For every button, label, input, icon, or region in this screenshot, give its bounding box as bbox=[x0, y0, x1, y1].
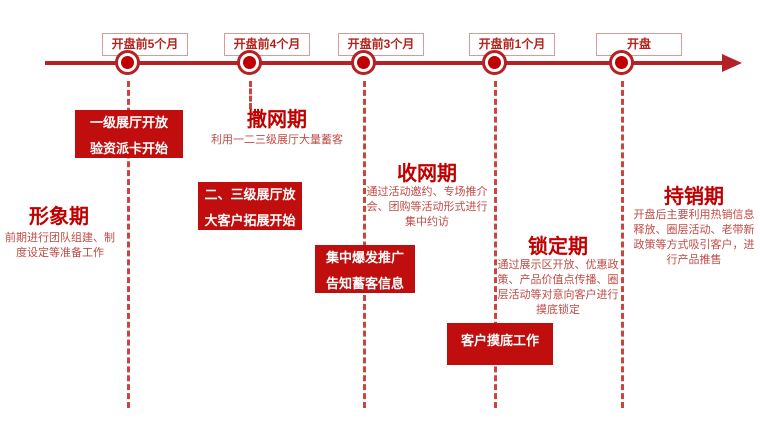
milestone-label-month3: 开盘前3个月 bbox=[338, 33, 424, 56]
milestone-node-month3 bbox=[351, 50, 376, 75]
milestone-label-month5: 开盘前5个月 bbox=[102, 33, 188, 56]
action-box-promotion: 集中爆发推广 告知蓄客信息 bbox=[315, 245, 415, 293]
milestone-node-month4 bbox=[237, 50, 262, 75]
phase-desc-netting: 通过活动邀约、专场推介会、团购等活动形式进行集中约访 bbox=[366, 186, 488, 228]
milestone-label-month1: 开盘前1个月 bbox=[469, 33, 555, 56]
action-box-customer-survey: 客户摸底工作 bbox=[447, 323, 553, 365]
node-dot bbox=[615, 56, 628, 69]
phase-title-lockin: 锁定期 bbox=[528, 236, 588, 258]
milestone-label-month4: 开盘前4个月 bbox=[224, 33, 310, 56]
milestone-node-opening bbox=[609, 50, 634, 75]
node-dot bbox=[488, 56, 501, 69]
action-box-showroom-level23: 二、三级展厅放 大客户拓展开始 bbox=[198, 182, 302, 230]
phase-title-sustain: 持销期 bbox=[664, 186, 724, 208]
action-box-line1: 二、三级展厅放 bbox=[204, 186, 296, 202]
node-dot bbox=[357, 56, 370, 69]
dropline-month4 bbox=[248, 81, 252, 109]
milestone-node-month1 bbox=[482, 50, 507, 75]
dropline-month3 bbox=[362, 81, 366, 408]
phase-desc-sustain: 开盘后主要利用热销信息释放、圈层活动、老带新政策等方式吸引客户，进行产品推售 bbox=[633, 209, 755, 266]
action-box-line1: 客户摸底工作 bbox=[460, 333, 539, 348]
phase-desc-lockin: 通过展示区开放、优惠政策、产品价值点传播、圈层活动等对意向客户进行摸底锁定 bbox=[497, 259, 619, 316]
phase-title-casting: 撒网期 bbox=[247, 109, 307, 131]
timeline-arrowhead-icon bbox=[722, 54, 742, 72]
timeline-axis bbox=[45, 61, 728, 65]
action-box-line1: 一级展厅开放 bbox=[89, 114, 168, 130]
action-box-line1: 集中爆发推广 bbox=[325, 249, 404, 265]
action-box-line2: 告知蓄客信息 bbox=[325, 275, 404, 291]
phase-desc-image: 前期进行团队组建、制度设定等准备工作 bbox=[5, 232, 115, 259]
action-box-line2: 大客户拓展开始 bbox=[204, 212, 296, 228]
node-dot bbox=[243, 56, 256, 69]
action-box-line2: 验资派卡开始 bbox=[89, 140, 168, 156]
phase-title-netting: 收网期 bbox=[397, 163, 457, 185]
node-dot bbox=[121, 56, 134, 69]
milestone-label-opening: 开盘 bbox=[596, 33, 682, 56]
dropline-month1 bbox=[493, 81, 497, 408]
phase-title-image: 形象期 bbox=[29, 206, 89, 228]
phase-desc-casting: 利用一二三级展厅大量蓄客 bbox=[211, 134, 343, 146]
dropline-opening bbox=[620, 81, 624, 408]
milestone-node-month5 bbox=[115, 50, 140, 75]
dropline-month5 bbox=[126, 81, 130, 408]
action-box-showroom-level1: 一级展厅开放 验资派卡开始 bbox=[75, 110, 183, 158]
